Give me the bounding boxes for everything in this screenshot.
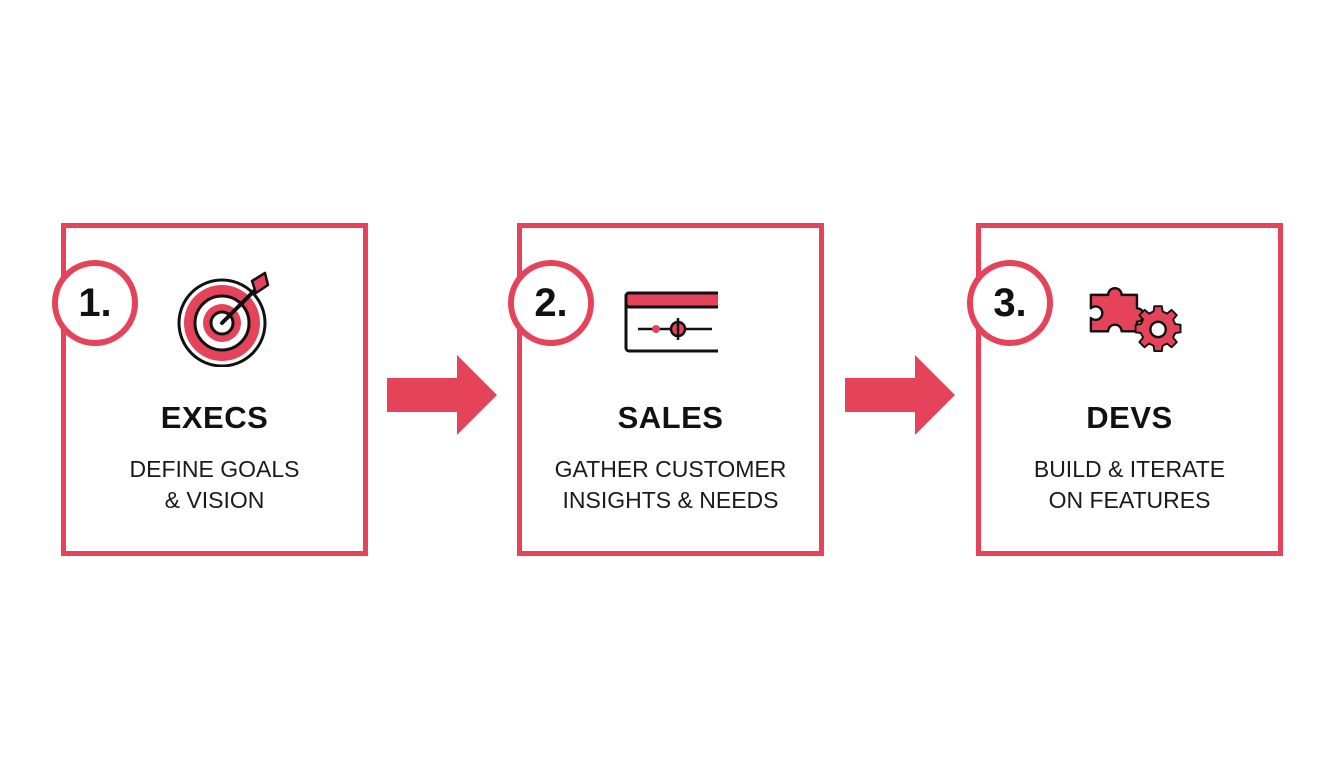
step-description: BUILD & ITERATE ON FEATURES — [981, 454, 1278, 516]
step-title: DEVS — [1086, 400, 1173, 435]
step-number-badge: 2. — [508, 260, 594, 346]
step-title: EXECS — [160, 400, 269, 435]
step-number-badge: 3. — [967, 260, 1053, 346]
step-card-execs: 1. EXECS DEFINE GOALS & VISION — [52, 223, 368, 556]
step-description-line: & VISION — [164, 487, 265, 513]
step-description-line: GATHER CUSTOMER — [554, 456, 787, 482]
step-description-line: ON FEATURES — [1048, 487, 1211, 513]
step-title: SALES — [617, 400, 724, 435]
arrow-right-icon — [387, 355, 497, 435]
arrow-right-icon — [845, 355, 955, 435]
step-description: GATHER CUSTOMER INSIGHTS & NEEDS — [522, 454, 819, 516]
puzzle-gear-icon — [1089, 286, 1182, 352]
browser-window-icon — [624, 291, 718, 353]
step-card-devs: 3. DEVS BUILD & ITERATE ON FEATURES — [967, 223, 1283, 556]
step-description-line: INSIGHTS & NEEDS — [562, 487, 779, 513]
step-card-sales: 2. SALES GATHER CUSTOMER INSIGHTS & NEED… — [508, 223, 824, 556]
step-number-badge: 1. — [52, 260, 138, 346]
step-description-line: DEFINE GOALS — [129, 456, 300, 482]
target-icon — [177, 271, 270, 367]
step-description-line: BUILD & ITERATE — [1033, 456, 1226, 482]
step-description: DEFINE GOALS & VISION — [66, 454, 363, 516]
